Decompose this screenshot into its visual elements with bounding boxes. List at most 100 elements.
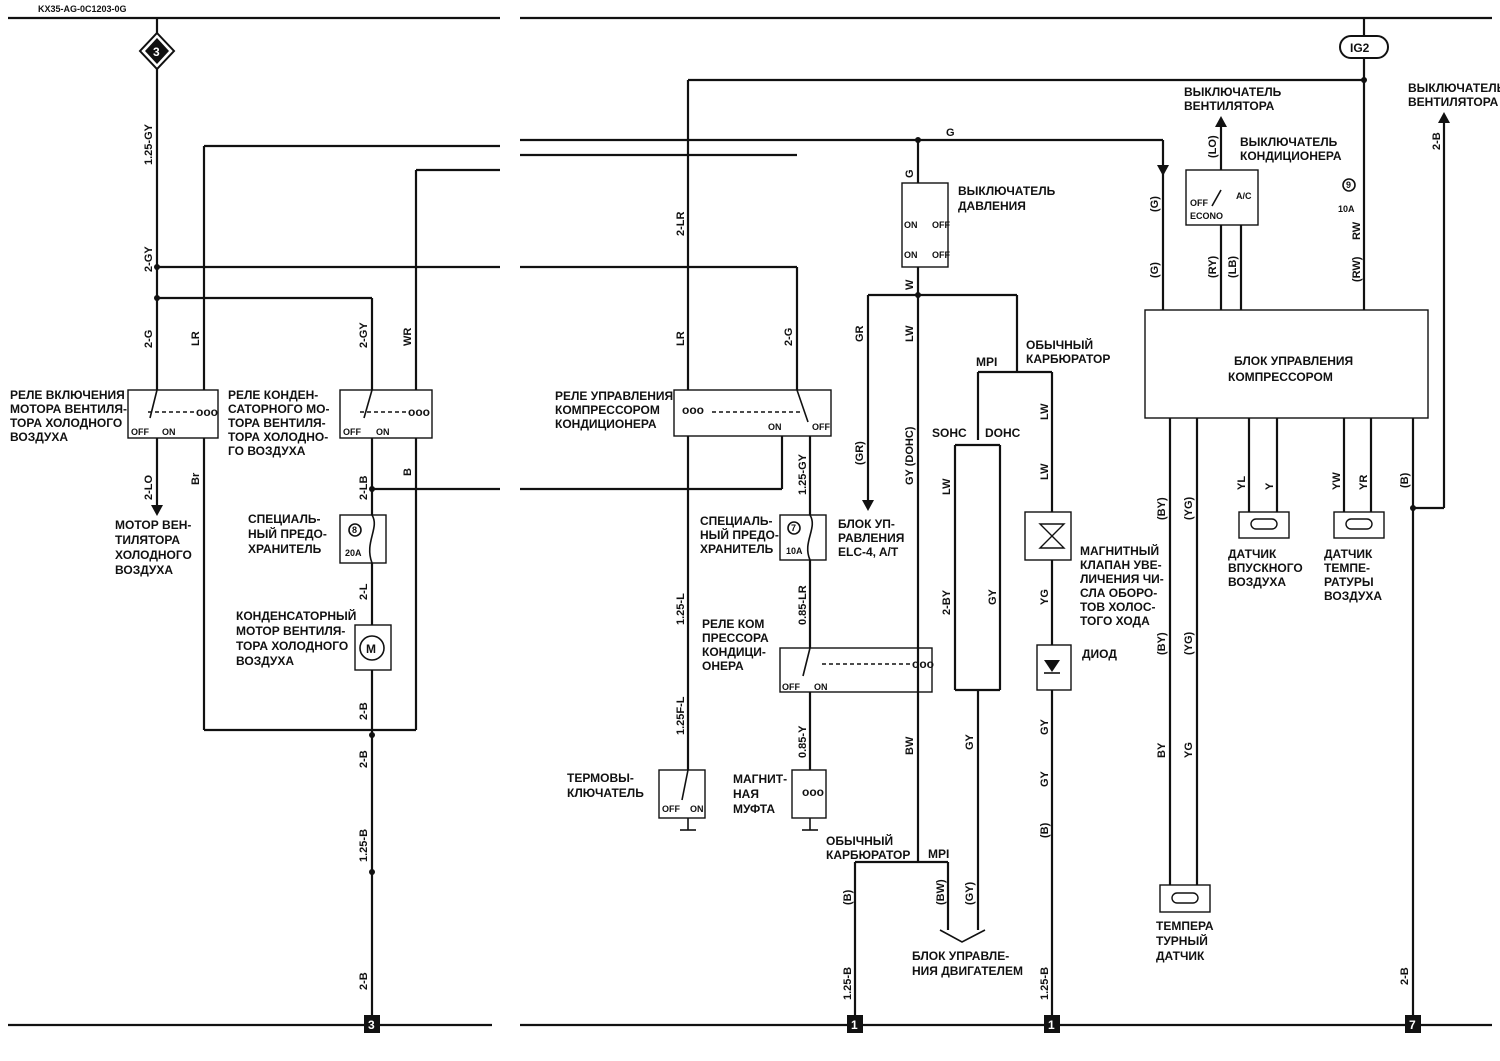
wire-label: G xyxy=(946,127,955,139)
mpi-label-bottom: MPI xyxy=(928,847,949,861)
special-fuse-1: 8 20A xyxy=(339,514,387,564)
svg-text:8: 8 xyxy=(352,525,357,535)
special-fuse-2: 7 10A xyxy=(779,514,827,561)
connector-1-a: 1 xyxy=(847,1015,863,1033)
wire-label: 1.25-GY xyxy=(143,123,155,165)
magnetic-clutch: ooo xyxy=(791,769,827,831)
wire-label: BY xyxy=(1156,742,1168,758)
wire-label: 1.25-B xyxy=(358,829,370,862)
svg-text:OFF: OFF xyxy=(932,250,950,260)
svg-text:ECONO: ECONO xyxy=(1190,211,1223,221)
svg-text:OFF: OFF xyxy=(343,427,361,437)
svg-text:OFF: OFF xyxy=(932,220,950,230)
wire-label: 2-BY xyxy=(941,589,953,615)
wire-label: 0.85-LR xyxy=(797,585,809,625)
wire-label: 2-B xyxy=(1399,967,1411,985)
wire-label: (BW) xyxy=(935,879,947,905)
wire-label: 2-B xyxy=(358,702,370,720)
wire-label: B xyxy=(402,468,414,476)
wire-label: 2-LB xyxy=(358,476,370,501)
svg-text:ooo: ooo xyxy=(408,405,430,419)
svg-text:ooo: ooo xyxy=(802,785,824,799)
svg-text:ON: ON xyxy=(814,682,828,692)
wire-label: LW xyxy=(941,478,953,495)
engine-ecu-label: БЛОК УПРАВЛЕ-НИЯ ДВИГАТЕЛЕМ xyxy=(912,949,1023,978)
svg-text:ON: ON xyxy=(904,250,918,260)
wire-label: BW xyxy=(904,736,916,755)
wire-label: (B) xyxy=(842,889,854,905)
wire-label: (G) xyxy=(1149,196,1161,212)
wire-label: 1.25-B xyxy=(842,967,854,1000)
svg-text:ON: ON xyxy=(690,804,704,814)
svg-text:20A: 20A xyxy=(345,548,362,558)
thermo-switch: OFF ON xyxy=(658,769,706,831)
relay-condenser-motor-label: РЕЛЕ КОНДЕН-САТОРНОГО МО-ТОРА ВЕНТИЛЯ-ТО… xyxy=(228,388,329,458)
wire-label: YW xyxy=(1331,472,1343,490)
pressure-switch: ON OFF ON OFF xyxy=(901,182,950,268)
wire-label: 2-GY xyxy=(143,246,155,272)
wire-label: 1.25-L xyxy=(675,593,687,625)
connector-7: 7 xyxy=(1405,1015,1421,1033)
wire-label: 2-G xyxy=(783,328,795,346)
special-fuse-2-label: СПЕЦИАЛЬ-НЫЙ ПРЕДО-ХРАНИТЕЛЬ xyxy=(700,514,779,556)
wire-label: YG xyxy=(1039,589,1051,605)
relay-compressor-2: OFF ON ooo xyxy=(779,647,934,693)
svg-text:ooo: ooo xyxy=(196,405,218,419)
wire-label: (LO) xyxy=(1207,135,1219,158)
wire-label: YR xyxy=(1358,475,1370,490)
svg-text:M: M xyxy=(366,642,376,656)
svg-text:3: 3 xyxy=(368,1018,375,1032)
thermo-switch-label: ТЕРМОВЫ-КЛЮЧАТЕЛЬ xyxy=(567,771,644,800)
wire-label: 0.85-Y xyxy=(797,725,809,758)
svg-text:OFF: OFF xyxy=(662,804,680,814)
ac-switch: OFF ECONO A/C xyxy=(1185,169,1259,226)
wire-label: (YG) xyxy=(1183,631,1195,655)
relay-condenser-motor: OFF ON ooo xyxy=(339,389,433,439)
doc-code: KX35-AG-0C1203-0G xyxy=(38,4,127,14)
svg-text:10A: 10A xyxy=(786,546,803,556)
wire-label: Br xyxy=(190,472,202,485)
wire-label: 2-GY xyxy=(358,322,370,348)
svg-text:7: 7 xyxy=(1409,1018,1416,1032)
wire-label: (BY) xyxy=(1156,632,1168,655)
svg-text:ooo: ooo xyxy=(912,657,934,671)
temp-sensor xyxy=(1159,884,1211,913)
wire-label: YG xyxy=(1183,742,1195,758)
compressor-ecu: БЛОК УПРАВЛЕНИЯ КОМПРЕССОРОМ xyxy=(1144,309,1429,419)
wire-label: LR xyxy=(190,331,202,346)
svg-text:БЛОК УПРАВЛЕНИЯ: БЛОК УПРАВЛЕНИЯ xyxy=(1234,354,1353,368)
wire-label: LW xyxy=(1039,463,1051,480)
svg-text:КОМПРЕССОРОМ: КОМПРЕССОРОМ xyxy=(1228,370,1333,384)
wire-label: 2-B xyxy=(1431,132,1443,150)
svg-text:ooo: ooo xyxy=(682,403,704,417)
wire-label: GY xyxy=(964,733,976,750)
svg-text:OFF: OFF xyxy=(782,682,800,692)
wire-label: 2-G xyxy=(143,330,155,348)
wire-label: 2-B xyxy=(358,972,370,990)
wire-label: GY (DOHC) xyxy=(904,426,916,485)
idle-valve xyxy=(1024,511,1072,561)
wire-label: (B) xyxy=(1399,472,1411,488)
connector-3-top: 3 xyxy=(138,31,176,71)
condenser-motor: M xyxy=(354,624,392,671)
wire-label: (G) xyxy=(1149,262,1161,278)
wire-label: GY xyxy=(1039,718,1051,735)
svg-text:OFF: OFF xyxy=(1190,198,1208,208)
wire-label: 2-LO xyxy=(143,475,155,501)
wire-label: (RY) xyxy=(1207,255,1219,278)
svg-text:ON: ON xyxy=(904,220,918,230)
wire-label: (YG) xyxy=(1183,496,1195,520)
wire-label: G xyxy=(904,169,916,178)
wire-label: 2-L xyxy=(358,583,370,600)
air-temp-sensor xyxy=(1333,511,1385,539)
